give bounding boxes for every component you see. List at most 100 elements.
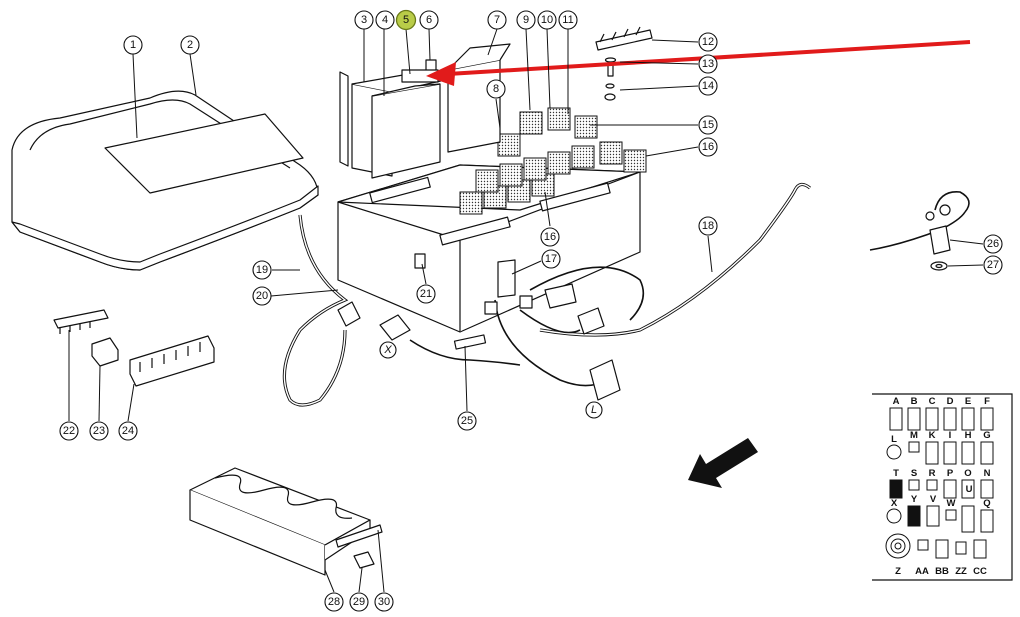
callout-18: 18 [698,216,718,236]
callout-3: 3 [354,10,374,30]
callout-21: 21 [416,284,436,304]
callout-20: 20 [252,286,272,306]
part-29-clip [353,551,375,569]
svg-text:X: X [383,344,392,356]
part-12-connector [595,26,653,51]
legend-row-5: Z AA BB ZZ CC [885,533,987,577]
svg-text:22: 22 [63,425,75,437]
svg-text:12: 12 [702,36,714,48]
callout-27: 27 [983,255,1003,275]
svg-text:BB: BB [935,566,949,577]
svg-text:9: 9 [523,14,529,26]
svg-text:B: B [911,396,918,407]
svg-text:2: 2 [187,39,193,51]
callout-28: 28 [324,592,344,612]
callout-13: 13 [698,54,718,74]
part-28-mounting-plate [189,467,371,576]
svg-text:N: N [984,468,991,479]
svg-text:W: W [947,498,956,509]
svg-text:25: 25 [461,415,473,427]
svg-text:8: 8 [493,83,499,95]
svg-text:Z: Z [895,566,901,577]
svg-text:20: 20 [256,290,268,302]
direction-arrow-icon [688,438,758,488]
part-22-strip [53,309,109,334]
svg-text:M: M [910,430,918,441]
svg-text:O: O [964,468,971,479]
svg-text:29: 29 [353,596,365,608]
svg-text:6: 6 [426,14,432,26]
svg-text:16: 16 [544,231,556,243]
callout-26: 26 [983,234,1003,254]
connectors [337,253,621,401]
fuse-position-legend: A B C D E F L M K I H G [872,393,1013,581]
callout-6: 6 [419,10,439,30]
svg-text:X: X [891,498,898,509]
connector-label-x: X [379,341,397,359]
legend-row-1: A B C D E F [889,396,994,431]
callout-25: 25 [457,411,477,431]
svg-text:14: 14 [702,80,714,92]
legend-row-4: X Y V W U Q [886,484,994,533]
svg-text:F: F [984,396,990,407]
svg-text:CC: CC [973,566,987,577]
callout-22: 22 [59,421,79,441]
callout-1: 1 [123,35,143,55]
svg-text:E: E [965,396,971,407]
legend-row-3: T S R P O N [889,468,994,499]
svg-text:18: 18 [702,220,714,232]
svg-text:T: T [893,468,899,479]
svg-text:28: 28 [328,596,340,608]
callout-16-top: 16 [698,137,718,157]
callout-11: 11 [558,10,578,30]
callout-19: 19 [252,260,272,280]
part-13-screw [604,57,617,77]
callout-29: 29 [349,592,369,612]
callout-23: 23 [89,421,109,441]
svg-text:L: L [891,434,897,445]
callout-10: 10 [537,10,557,30]
callout-24: 24 [118,421,138,441]
legend-row-2: L M K I H G [886,430,994,465]
part-24-fuse-block [129,335,215,387]
relay-modules [339,43,511,179]
part-14-washer [604,83,616,101]
callout-16-bottom: 16 [540,227,560,247]
svg-text:C: C [929,396,936,407]
svg-text:V: V [930,494,937,505]
svg-text:16: 16 [702,141,714,153]
connector-label-l: L [585,401,603,419]
svg-text:AA: AA [915,566,929,577]
svg-text:H: H [965,430,972,441]
svg-text:1: 1 [130,39,136,51]
svg-text:26: 26 [987,238,999,250]
relay-cluster [459,107,647,215]
callout-2: 2 [180,35,200,55]
svg-text:S: S [911,468,917,479]
svg-text:I: I [949,430,952,441]
callout-7: 7 [487,10,507,30]
callout-14: 14 [698,76,718,96]
callout-5-highlighted: 5 [395,9,417,31]
svg-text:27: 27 [987,259,999,271]
svg-text:G: G [983,430,990,441]
svg-text:ZZ: ZZ [955,566,967,577]
svg-text:P: P [947,468,954,479]
svg-text:R: R [929,468,936,479]
callout-8: 8 [486,79,506,99]
svg-text:5: 5 [403,14,409,26]
svg-text:D: D [947,396,954,407]
svg-text:15: 15 [702,119,714,131]
cover-panel [11,90,319,271]
svg-text:U: U [966,484,973,495]
svg-text:13: 13 [702,58,714,70]
part-27-nut [930,261,948,271]
svg-text:7: 7 [494,14,500,26]
svg-text:A: A [893,396,900,407]
svg-text:30: 30 [378,596,390,608]
svg-text:3: 3 [361,14,367,26]
svg-text:Y: Y [911,494,918,505]
svg-text:4: 4 [382,14,388,26]
callout-12: 12 [698,32,718,52]
